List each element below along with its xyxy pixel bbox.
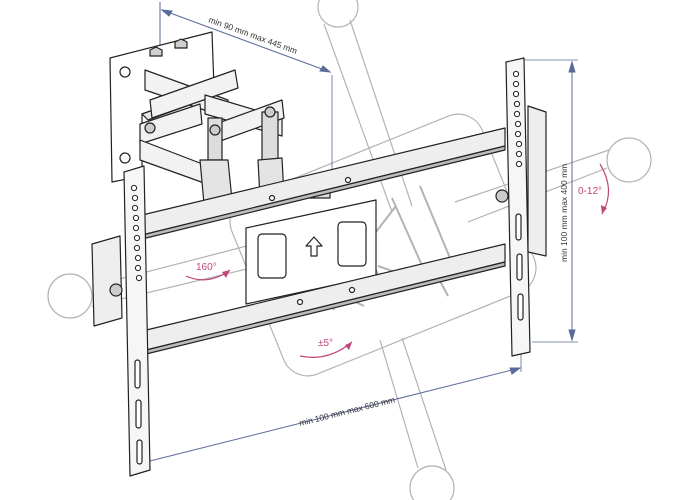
articulating-arm xyxy=(139,69,285,205)
arm-extension-label: min 90 mm max 445 mm xyxy=(207,14,298,55)
horizontal-rail xyxy=(137,127,506,357)
right-vertical-bracket xyxy=(495,57,547,357)
horizontal-spacing-dimension-line xyxy=(137,367,521,465)
vertical-spacing-label: min 100 mm max 400 mm xyxy=(559,164,569,262)
arm-extension-dimension-line xyxy=(161,9,331,73)
up-arrow-icon xyxy=(305,236,323,257)
angle-annotations xyxy=(185,163,610,358)
watermark-rings xyxy=(47,0,652,500)
mount-drawing xyxy=(91,31,547,477)
left-vertical-bracket xyxy=(91,165,151,477)
tilt-angle-label: 0-12° xyxy=(578,186,602,197)
level-angle-label: ±5° xyxy=(318,338,333,349)
swivel-angle-label: 160° xyxy=(196,262,217,273)
horizontal-spacing-label: min 100 mm max 600 mm xyxy=(298,394,396,427)
